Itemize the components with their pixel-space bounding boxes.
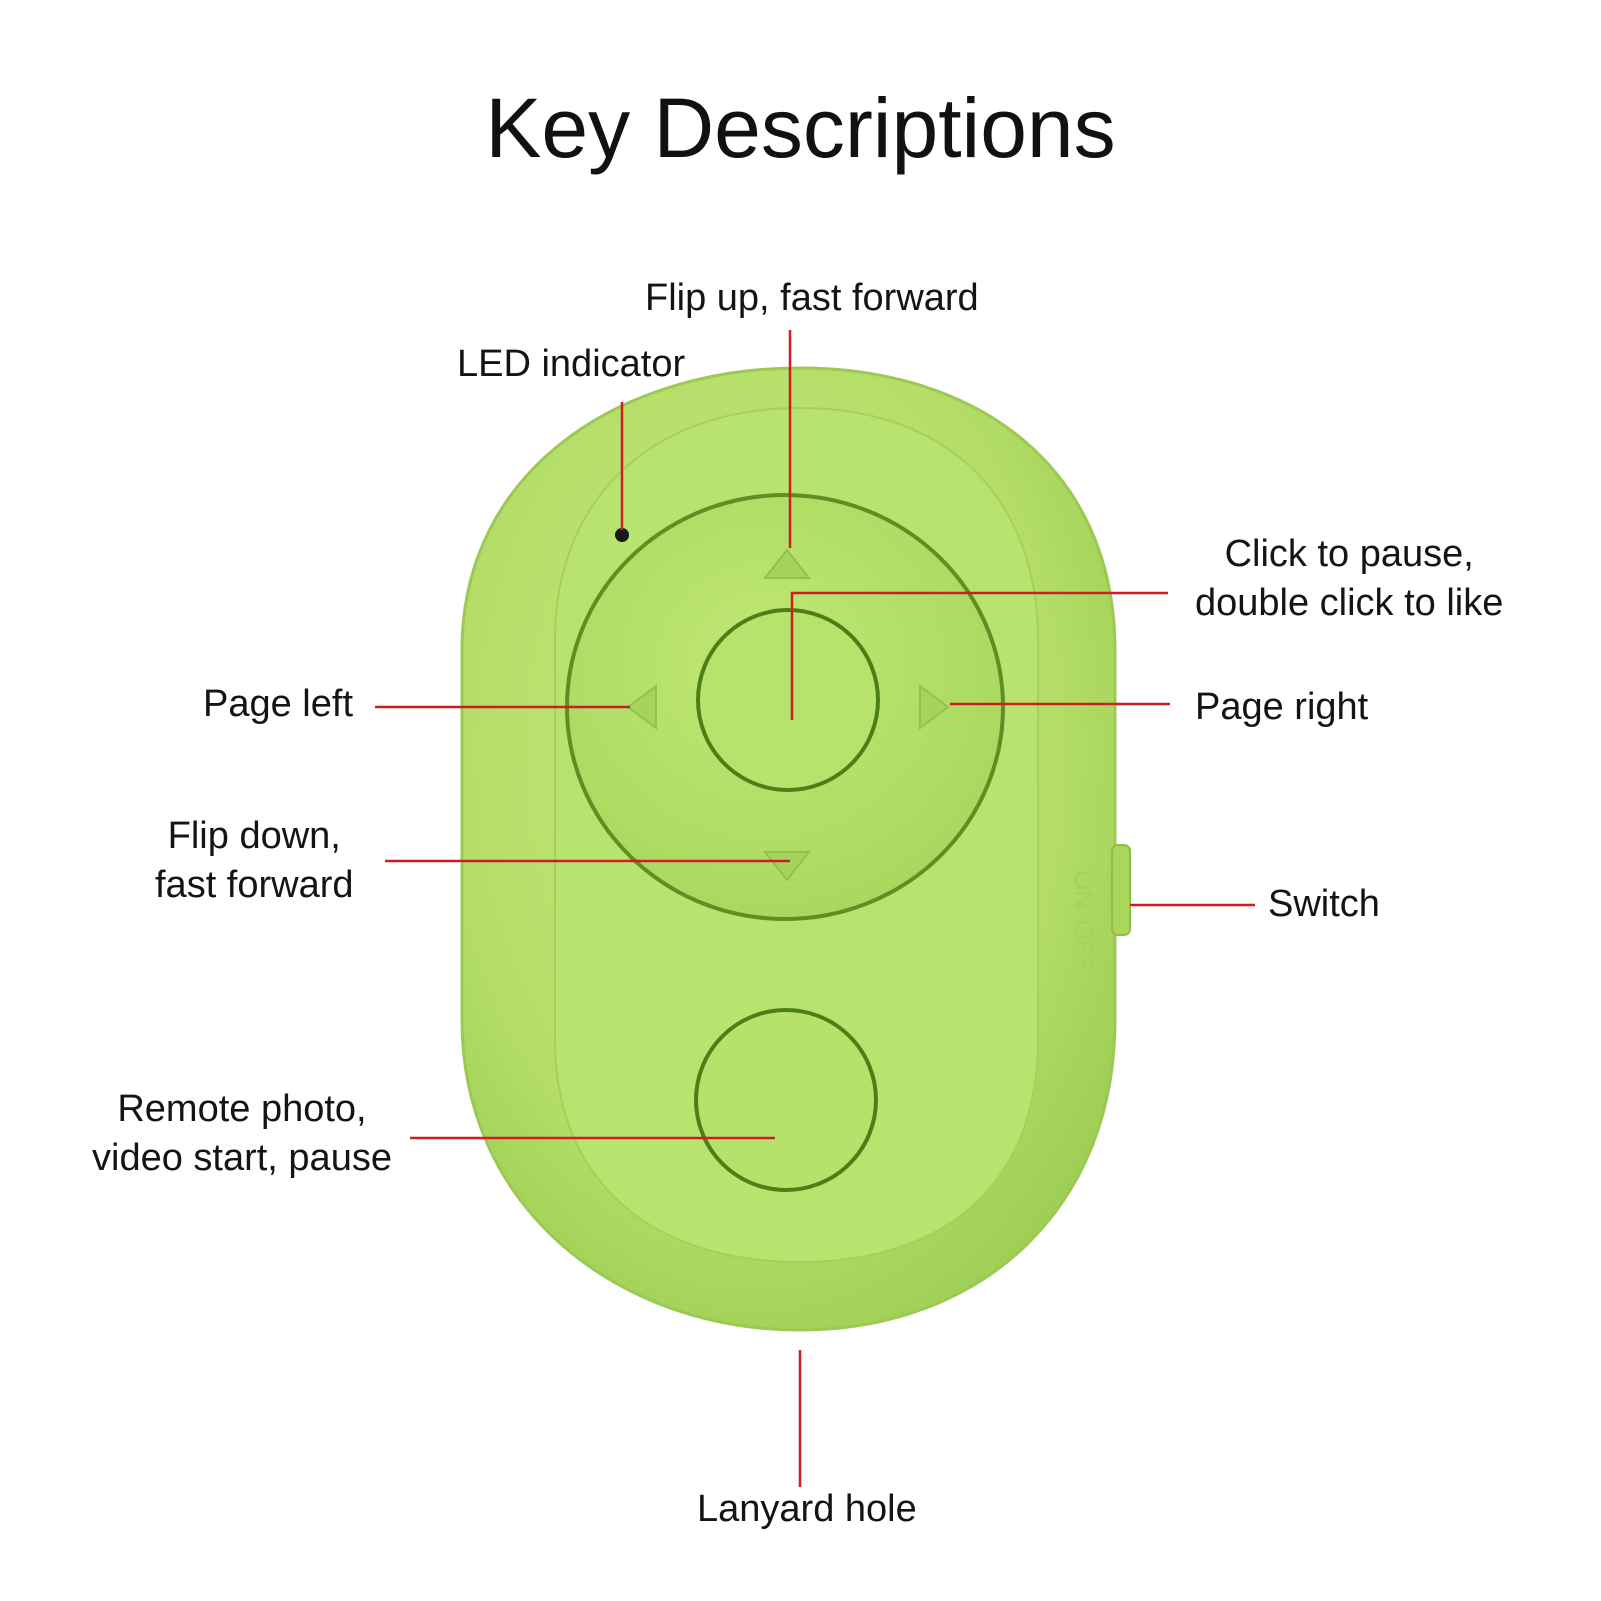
center-button[interactable] [696,608,880,792]
left-arrow-icon [626,684,657,730]
up-arrow-icon [762,548,812,579]
label-remote-photo-line1: Remote photo, [117,1088,367,1130]
label-flip-down-line2: fast forward [155,864,354,906]
switch-text-on: ON [1069,870,1099,909]
label-flip-up: Flip up, fast forward [645,277,979,319]
right-arrow-icon [919,684,950,730]
switch-text-off: OFF [1069,920,1099,972]
label-led-indicator: LED indicator [457,343,686,385]
label-remote-photo-line2: video start, pause [92,1137,392,1179]
page-title: Key Descriptions [485,81,1116,175]
power-switch[interactable] [1111,844,1131,936]
label-pause-like: Click to pause, double click to like [1195,530,1503,628]
label-flip-down: Flip down, fast forward [155,812,354,910]
label-remote-photo: Remote photo, video start, pause [92,1085,392,1183]
callout-lines [375,330,1255,1487]
label-flip-down-line1: Flip down, [167,815,341,857]
label-switch: Switch [1268,883,1380,925]
down-arrow-icon [762,851,812,882]
label-page-left: Page left [203,683,353,725]
callout-line-pause-like [790,591,1168,720]
label-lanyard-hole: Lanyard hole [697,1488,917,1530]
label-pause-like-line2: double click to like [1195,582,1504,624]
label-pause-like-line1: Click to pause, [1224,533,1474,575]
led-indicator-dot [615,528,629,542]
label-page-right: Page right [1195,686,1369,728]
shutter-button[interactable] [694,1008,878,1192]
